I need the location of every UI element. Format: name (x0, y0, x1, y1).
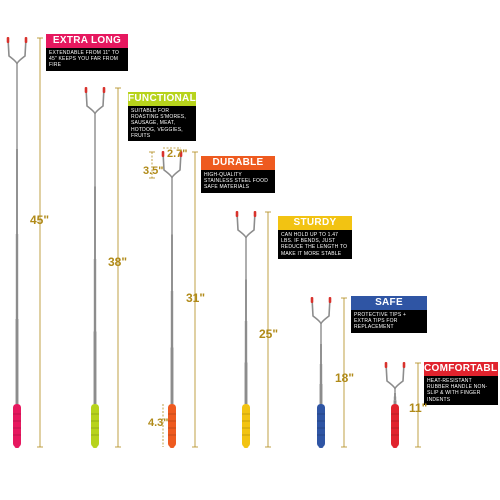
roasting-stick (6, 37, 28, 448)
prong-tip (102, 87, 106, 93)
feature-title: COMFORTABLE (424, 362, 500, 376)
feature-card-durable: DURABLE HIGH-QUALITY STAINLESS STEEL FOO… (201, 156, 275, 193)
length-label-18: 18" (335, 371, 355, 385)
feature-description: HIGH-QUALITY STAINLESS STEEL FOOD SAFE M… (201, 170, 275, 193)
feature-title: EXTRA LONG (46, 34, 128, 48)
handle (317, 404, 325, 447)
handle (13, 404, 21, 447)
roasting-sticks (6, 37, 406, 448)
feature-title: SAFE (351, 296, 427, 310)
feature-description: HEAT-RESISTANT RUBBER HANDLE NON-SLIP & … (424, 376, 498, 405)
roasting-stick (384, 362, 406, 448)
feature-title: DURABLE (201, 156, 275, 170)
feature-card-sturdy: STURDY CAN HOLD UP TO 1.47 LBS. IF BENDS… (278, 216, 352, 259)
handle-end (243, 444, 249, 448)
handle-end (318, 444, 324, 448)
feature-card-safe: SAFE PROTECTIVE TIPS + EXTRA TIPS FOR RE… (351, 296, 427, 333)
feature-card-functional: FUNCTIONAL SUITABLE FOR ROASTING S'MORES… (128, 92, 196, 142)
handle-end (14, 444, 20, 448)
feature-card-comfortable: COMFORTABLE HEAT-RESISTANT RUBBER HANDLE… (424, 362, 500, 405)
handle (391, 404, 399, 447)
dimension-lines (37, 37, 421, 448)
handle-end (92, 444, 98, 448)
length-label-31: 31" (186, 291, 206, 305)
prong-tip (384, 362, 388, 368)
prong-tip (235, 211, 239, 217)
handle (242, 404, 250, 447)
roasting-stick (161, 151, 183, 448)
length-label-45: 45" (30, 213, 50, 227)
prong-tip (179, 151, 183, 157)
length-label-11: 11" (409, 401, 428, 415)
feature-title: STURDY (278, 216, 352, 230)
handle (91, 404, 99, 447)
fork-height-label: 3.5" (143, 165, 164, 177)
fork-prongs (385, 362, 405, 390)
fork-prongs (236, 211, 256, 239)
handle (168, 404, 176, 447)
fork-prongs (311, 297, 331, 325)
prong-tip (328, 297, 332, 303)
feature-description: CAN HOLD UP TO 1.47 LBS. IF BENDS, JUST … (278, 230, 352, 259)
feature-card-extra-long: EXTRA LONG EXTENDABLE FROM 11" TO 45" KE… (46, 34, 128, 71)
length-label-38: 38" (108, 255, 128, 269)
prong-tip (402, 362, 406, 368)
fork-width-label: 2.7" (167, 148, 188, 160)
handle-end (169, 444, 175, 448)
prong-tip (6, 37, 10, 43)
roasting-stick (235, 211, 257, 448)
prong-tip (161, 151, 165, 157)
handle-length-label: 4.3" (148, 417, 169, 429)
prong-tip (310, 297, 314, 303)
feature-description: SUITABLE FOR ROASTING S'MORES, SAUSAGE, … (128, 106, 196, 142)
prong-tip (84, 87, 88, 93)
roasting-stick (84, 87, 106, 448)
handle-end (392, 444, 398, 448)
feature-description: PROTECTIVE TIPS + EXTRA TIPS FOR REPLACE… (351, 310, 427, 333)
feature-title: FUNCTIONAL (128, 92, 196, 106)
fork-prongs (7, 37, 27, 65)
feature-description: EXTENDABLE FROM 11" TO 45" KEEPS YOU FAR… (46, 48, 128, 71)
fork-prongs (85, 87, 105, 115)
prong-tip (24, 37, 28, 43)
prong-tip (253, 211, 257, 217)
length-label-25: 25" (259, 327, 279, 341)
roasting-stick (310, 297, 332, 448)
